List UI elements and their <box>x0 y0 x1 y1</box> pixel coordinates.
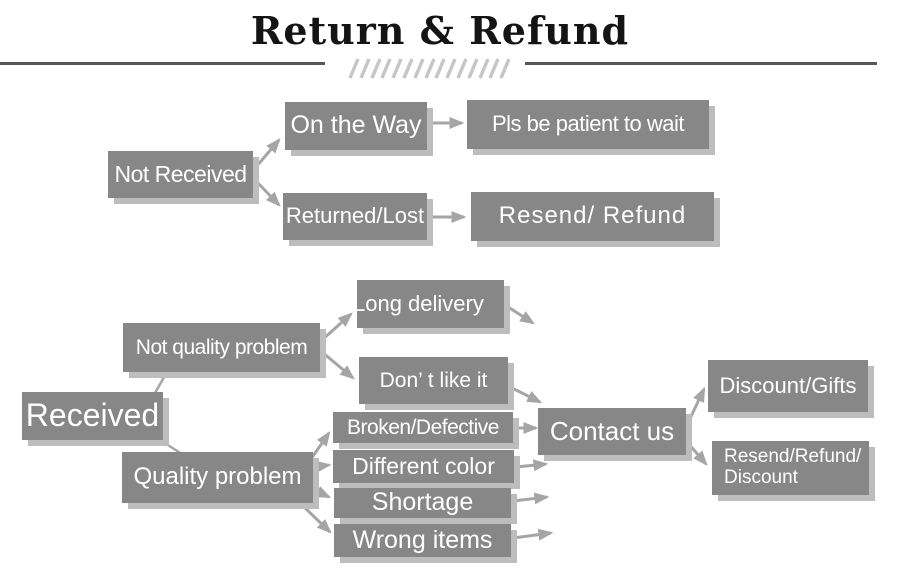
title-hatch <box>348 58 511 79</box>
arrow-quality-wrongitems <box>300 503 332 534</box>
node-dont-like-it: Don’ t like it <box>359 357 508 404</box>
arrow-notreceived-ontheway <box>254 138 281 168</box>
arrow-notquality-dontlike <box>321 350 355 380</box>
arrow-contactus-discountgifts <box>685 386 706 426</box>
node-long-delivery-label: Long delivery <box>357 290 484 316</box>
node-on-the-way: On the Way <box>285 102 427 150</box>
node-not-received: Not Received <box>108 151 253 198</box>
arrow-longdelivery-out <box>504 303 536 325</box>
arrow-notreceived-returnedlost <box>254 179 281 207</box>
node-contact-us: Contact us <box>538 408 686 455</box>
arrow-quality-differentcolor <box>313 460 332 473</box>
node-shortage: Shortage <box>334 488 511 518</box>
node-not-quality-problem: Not quality problem <box>123 323 320 372</box>
node-pls-be-patient-to-wait: Pls be patient to wait <box>467 100 709 149</box>
node-different-color: Different color <box>333 450 514 483</box>
page-title: Return & Refund <box>250 8 630 53</box>
arrow-differentcolor-contactus <box>515 459 549 472</box>
arrow-contactus-resendrefunddiscount <box>685 441 708 466</box>
node-wrong-items: Wrong items <box>334 524 511 557</box>
arrow-quality-broken <box>309 431 331 460</box>
node-discount-gifts: Discount/Gifts <box>708 360 868 412</box>
node-quality-problem: Quality problem <box>122 452 313 503</box>
node-received: Received <box>22 392 163 440</box>
arrow-notquality-longdelivery <box>320 312 353 342</box>
arrow-dontlike-contactus <box>509 385 543 404</box>
arrow-shortage-contactus <box>512 492 550 505</box>
line-received-notquality <box>153 371 169 394</box>
arrow-quality-shortage <box>313 486 332 499</box>
node-resend-refund: Resend/ Refund <box>471 192 714 241</box>
node-resend-refund-discount: Resend/Refund/ Discount <box>712 441 869 495</box>
arrow-wrongitems-contactus <box>512 528 554 541</box>
node-broken-defective: Broken/Defective <box>333 412 513 443</box>
node-long-delivery: Long delivery <box>357 280 504 328</box>
node-returned-lost: Returned/Lost <box>283 193 427 240</box>
